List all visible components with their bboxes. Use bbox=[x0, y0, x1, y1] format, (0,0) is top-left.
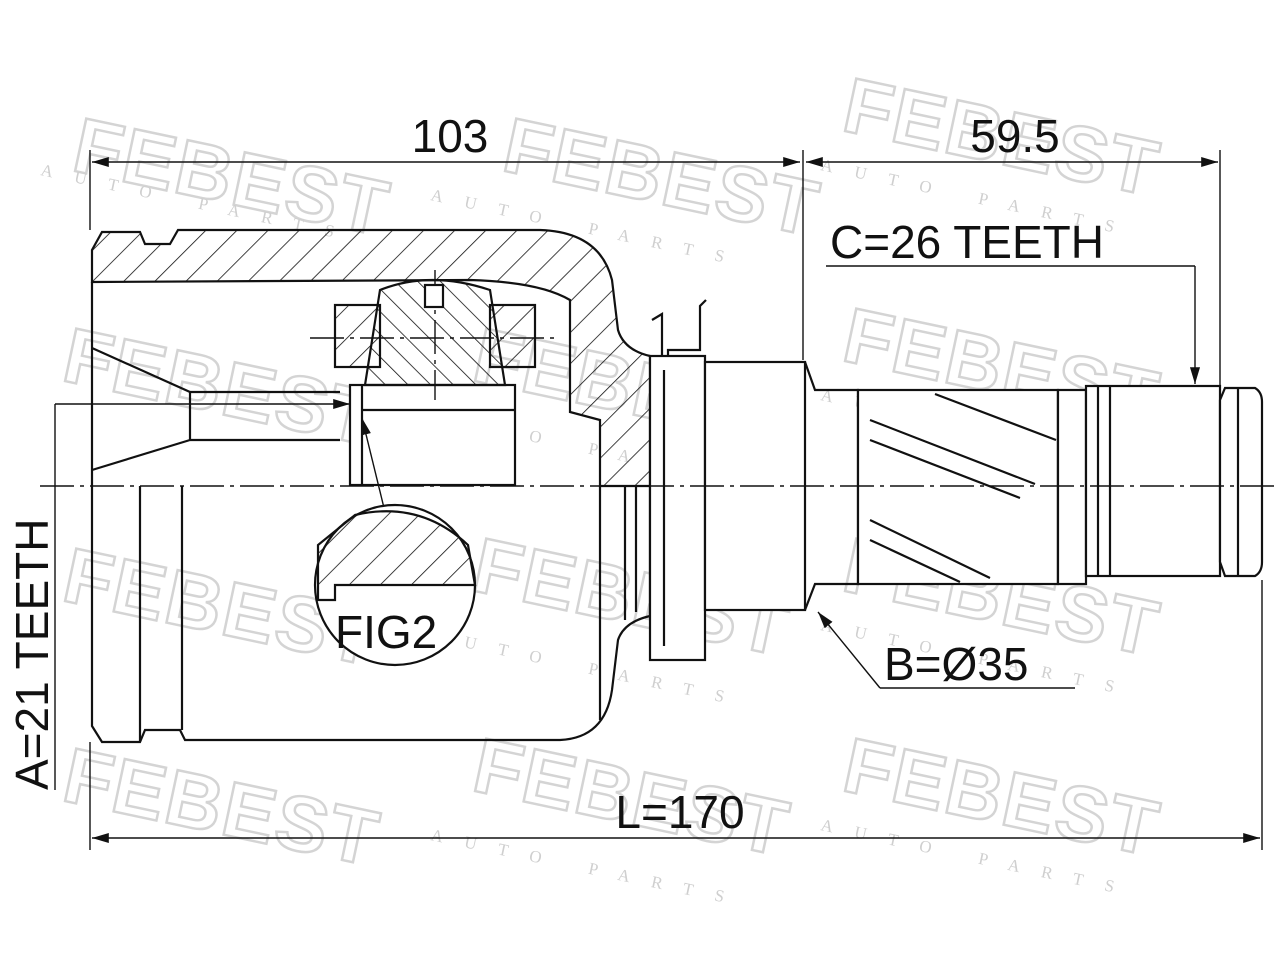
watermark-logo: FEBEST bbox=[56, 731, 387, 884]
spline-transition bbox=[1056, 388, 1088, 586]
housing-outline-lower bbox=[90, 486, 652, 744]
top-dimensions: 103 59.5 bbox=[89, 110, 1221, 390]
total-length-label: L=170 bbox=[615, 786, 744, 838]
roller-pin bbox=[423, 283, 445, 309]
spline-tip bbox=[1084, 384, 1222, 578]
dimension-103-label: 103 bbox=[412, 110, 489, 162]
output-shaft bbox=[803, 361, 1264, 611]
fig2-label: FIG2 bbox=[335, 606, 437, 658]
fig2-detail: FIG2 bbox=[313, 417, 477, 667]
inner-race bbox=[348, 383, 517, 487]
shaft-end-cap bbox=[1218, 386, 1264, 578]
joint-housing bbox=[55, 228, 652, 744]
fig2-leader bbox=[361, 417, 386, 513]
dimension-59-5-label: 59.5 bbox=[970, 110, 1060, 162]
spline-c-label: C=26 TEETH bbox=[830, 216, 1104, 268]
spline-section bbox=[856, 388, 1060, 586]
spline-b-label: B=Ø35 bbox=[884, 638, 1029, 690]
flange-ring bbox=[648, 354, 707, 662]
housing-section-upper bbox=[90, 228, 652, 488]
bore-chamfer bbox=[91, 438, 191, 472]
roller-block bbox=[333, 303, 382, 369]
helix-line bbox=[869, 438, 1021, 500]
roller-block bbox=[488, 303, 537, 369]
helix-line bbox=[869, 519, 991, 579]
spline-c-callout: C=26 TEETH bbox=[826, 216, 1201, 384]
spline-b-callout: B=Ø35 bbox=[817, 611, 1075, 690]
helix-line bbox=[869, 539, 961, 583]
helix-line bbox=[934, 392, 1057, 442]
spline-a-label: A=21 TEETH bbox=[6, 519, 58, 790]
helix-line bbox=[869, 418, 1036, 486]
leader-arrow bbox=[817, 611, 881, 689]
bore-chamfer bbox=[91, 346, 191, 394]
watermark-logo: FEBEST bbox=[836, 721, 1167, 874]
spline-a-callout: A=21 TEETH bbox=[6, 404, 58, 790]
fig2-section bbox=[316, 510, 477, 602]
overall-length: L=170 bbox=[89, 580, 1263, 850]
